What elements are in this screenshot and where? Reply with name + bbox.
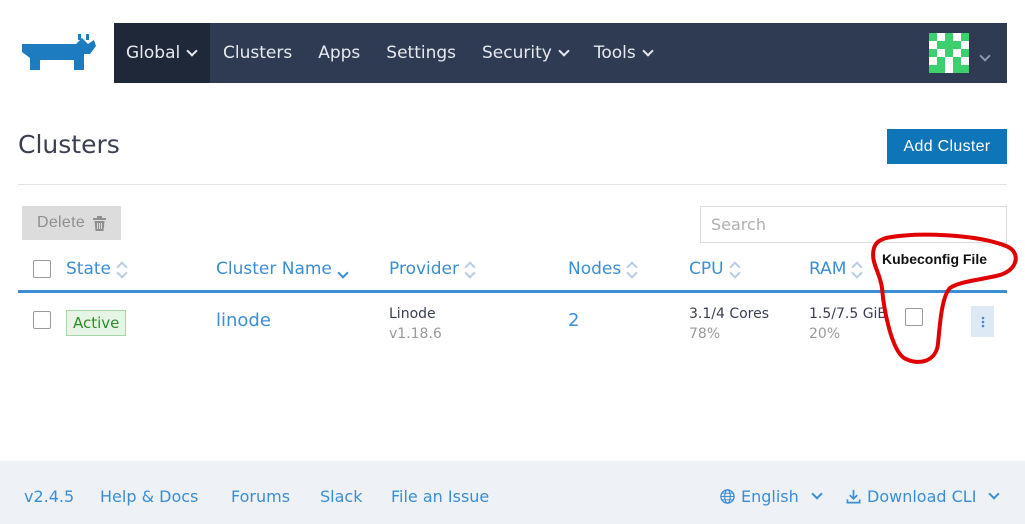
language-selector[interactable]: English bbox=[720, 487, 823, 506]
nav-global[interactable]: Global bbox=[114, 23, 210, 83]
provider-version: v1.18.6 bbox=[389, 326, 442, 342]
nav-apps-label: Apps bbox=[318, 43, 361, 63]
row-actions-button[interactable] bbox=[971, 306, 994, 337]
download-cli-menu[interactable]: Download CLI bbox=[846, 487, 1001, 506]
chevron-down-icon bbox=[186, 44, 198, 57]
provider-name: Linode bbox=[389, 306, 436, 322]
ram-percent: 20% bbox=[809, 326, 841, 342]
column-header-state-label: State bbox=[66, 259, 111, 279]
language-label: English bbox=[741, 487, 799, 506]
row-select-checkbox[interactable] bbox=[33, 311, 51, 329]
cpu-percent: 78% bbox=[689, 326, 721, 342]
sort-icon bbox=[852, 260, 862, 278]
chevron-down-icon bbox=[988, 488, 1001, 500]
annotation-label: Kubeconfig File bbox=[882, 251, 987, 267]
column-header-ram-label: RAM bbox=[809, 259, 847, 279]
chevron-down-icon bbox=[642, 44, 654, 57]
column-header-cpu-label: CPU bbox=[689, 259, 724, 279]
kubeconfig-checkbox[interactable] bbox=[905, 308, 923, 326]
cluster-name-link[interactable]: linode bbox=[216, 310, 271, 331]
sort-desc-icon bbox=[338, 260, 348, 278]
chevron-down-icon bbox=[558, 44, 570, 57]
status-badge: Active bbox=[66, 310, 127, 336]
nav-settings[interactable]: Settings bbox=[373, 23, 469, 83]
nav-security[interactable]: Security bbox=[469, 23, 581, 83]
column-header-cpu[interactable]: CPU bbox=[689, 259, 740, 279]
column-header-provider[interactable]: Provider bbox=[389, 259, 475, 279]
nav-settings-label: Settings bbox=[386, 43, 457, 63]
column-header-ram[interactable]: RAM bbox=[809, 259, 862, 279]
version-link[interactable]: v2.4.5 bbox=[24, 487, 75, 506]
table-header-underline bbox=[18, 290, 1007, 293]
globe-icon bbox=[720, 489, 735, 504]
nav-clusters[interactable]: Clusters bbox=[210, 23, 305, 83]
sort-icon bbox=[117, 260, 127, 278]
slack-link[interactable]: Slack bbox=[320, 487, 363, 506]
top-navbar: Global Clusters Apps Settings Security T… bbox=[114, 23, 1007, 83]
ram-usage: 1.5/7.5 GiB bbox=[809, 306, 888, 322]
column-header-cluster-name[interactable]: Cluster Name bbox=[216, 259, 348, 279]
download-cli-label: Download CLI bbox=[867, 487, 977, 506]
nodes-count-link[interactable]: 2 bbox=[568, 310, 580, 331]
download-icon bbox=[846, 489, 861, 504]
search-input[interactable] bbox=[700, 206, 1007, 243]
column-header-nodes-label: Nodes bbox=[568, 259, 622, 279]
help-docs-link[interactable]: Help & Docs bbox=[100, 487, 199, 506]
file-issue-link[interactable]: File an Issue bbox=[391, 487, 490, 506]
kebab-menu-icon bbox=[981, 316, 984, 327]
sort-icon bbox=[730, 260, 740, 278]
sort-icon bbox=[627, 260, 637, 278]
nav-tools-label: Tools bbox=[593, 43, 636, 63]
column-header-provider-label: Provider bbox=[389, 259, 459, 279]
add-cluster-button[interactable]: Add Cluster bbox=[887, 129, 1007, 164]
column-header-cluster-name-label: Cluster Name bbox=[216, 259, 332, 279]
nav-security-label: Security bbox=[482, 43, 552, 63]
column-header-nodes[interactable]: Nodes bbox=[568, 259, 637, 279]
nav-apps[interactable]: Apps bbox=[305, 23, 373, 83]
avatar-chevron-down-icon[interactable] bbox=[979, 45, 991, 64]
sort-icon bbox=[465, 260, 475, 278]
chevron-down-icon bbox=[811, 488, 823, 500]
cpu-usage: 3.1/4 Cores bbox=[689, 306, 770, 322]
forums-link[interactable]: Forums bbox=[231, 487, 291, 506]
column-header-state[interactable]: State bbox=[66, 259, 127, 279]
delete-button[interactable]: Delete bbox=[22, 206, 121, 240]
rancher-logo[interactable] bbox=[18, 30, 100, 74]
trash-icon bbox=[93, 215, 107, 231]
page-title: Clusters bbox=[18, 130, 120, 159]
nav-tools[interactable]: Tools bbox=[581, 23, 665, 83]
select-all-checkbox[interactable] bbox=[33, 260, 51, 278]
divider bbox=[18, 184, 1007, 185]
user-avatar[interactable] bbox=[929, 33, 969, 73]
nav-clusters-label: Clusters bbox=[223, 43, 293, 63]
delete-button-label: Delete bbox=[36, 214, 86, 231]
nav-global-label: Global bbox=[126, 43, 181, 63]
